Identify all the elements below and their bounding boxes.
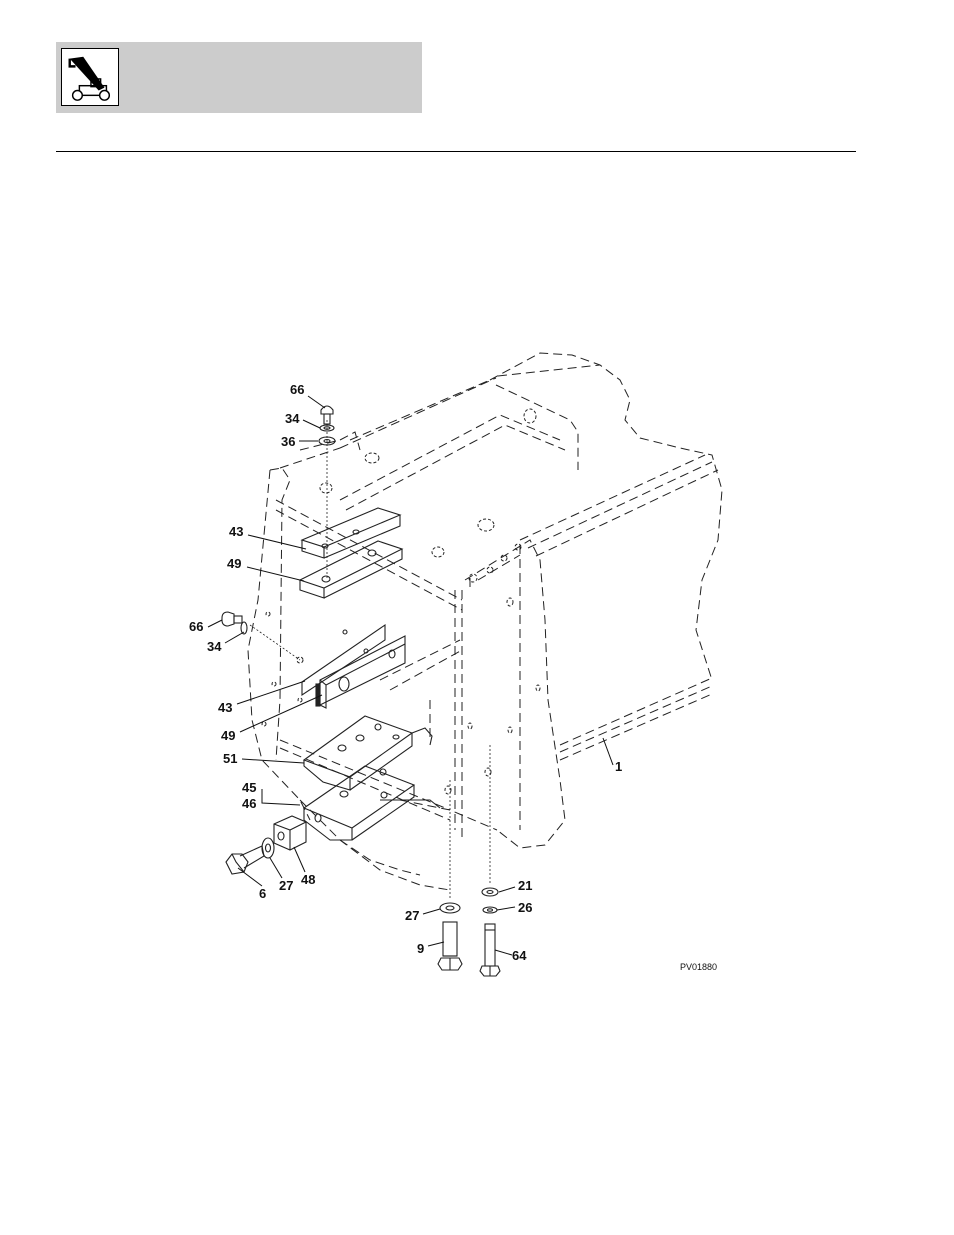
leader-lines — [207, 395, 614, 956]
frame-phantom — [247, 352, 723, 891]
callout-45: 45 — [242, 780, 256, 795]
callout-34: 34 — [285, 411, 300, 426]
callout-21: 21 — [518, 878, 532, 893]
callout-43-side: 43 — [218, 700, 232, 715]
callout-9: 9 — [417, 941, 424, 956]
callout-48: 48 — [301, 872, 315, 887]
callout-labels: 66 34 36 43 49 66 34 43 49 51 45 46 6 27… — [189, 382, 622, 963]
telehandler-icon — [61, 48, 119, 106]
header-box — [56, 42, 422, 113]
frame-holes — [261, 408, 541, 795]
center-lines — [249, 420, 491, 900]
callout-64: 64 — [512, 948, 527, 963]
callout-46: 46 — [242, 796, 256, 811]
callout-49-side: 49 — [221, 728, 235, 743]
callout-66-side: 66 — [189, 619, 203, 634]
callout-49: 49 — [227, 556, 241, 571]
callout-36: 36 — [281, 434, 295, 449]
callout-1: 1 — [615, 759, 622, 774]
callout-43: 43 — [229, 524, 243, 539]
parts-solid — [221, 405, 501, 977]
callout-34-side: 34 — [207, 639, 222, 654]
header-divider — [56, 151, 856, 152]
callout-6: 6 — [259, 886, 266, 901]
drawing-code: PV01880 — [680, 962, 717, 972]
callout-27-bottom: 27 — [405, 908, 419, 923]
callout-26: 26 — [518, 900, 532, 915]
callout-66: 66 — [290, 382, 304, 397]
callout-27: 27 — [279, 878, 293, 893]
callout-51: 51 — [223, 751, 237, 766]
